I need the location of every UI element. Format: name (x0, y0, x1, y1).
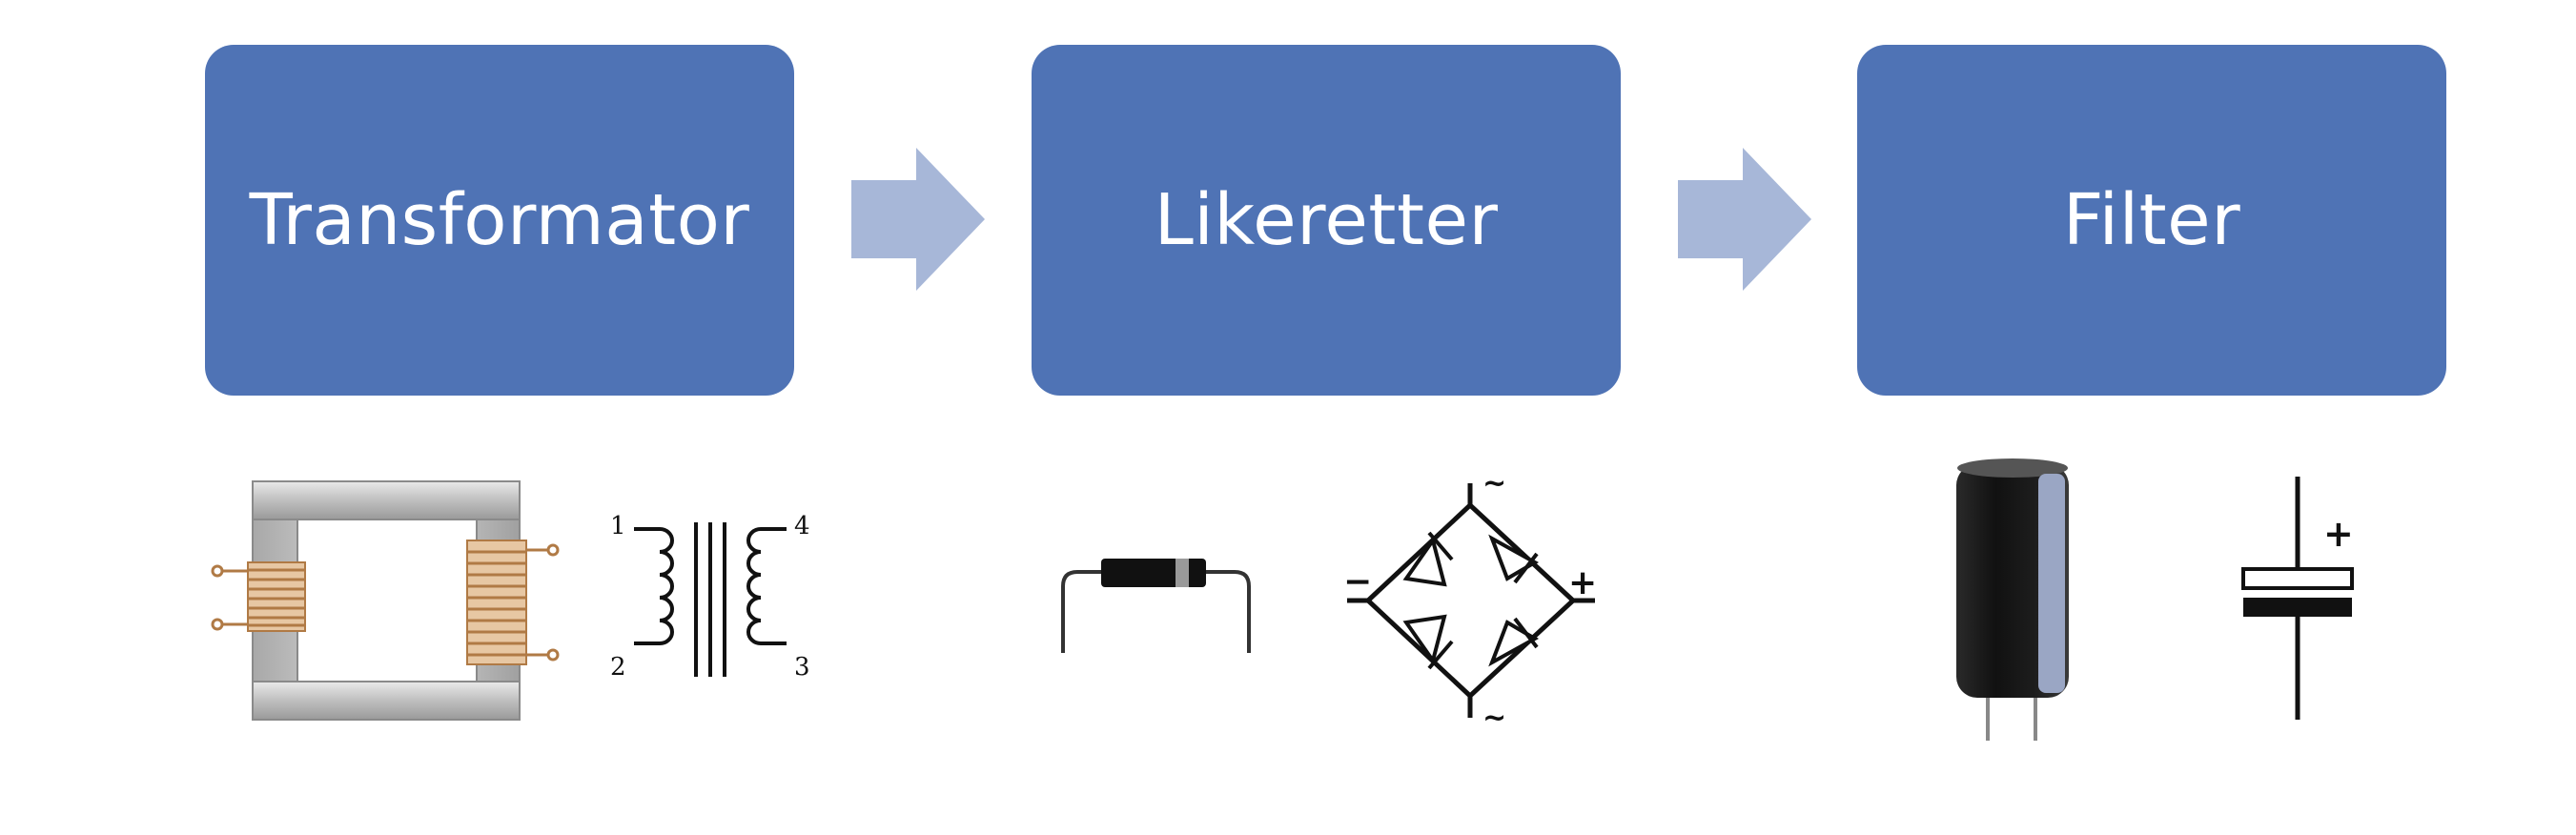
block-likeretter: Likeretter (1032, 45, 1621, 396)
dc-negative-label: − (1343, 562, 1372, 601)
transformer-core-icon (211, 480, 560, 721)
arrow-right-icon (1678, 148, 1811, 291)
ac-input-label: ~ (1482, 702, 1506, 729)
pin-label: 4 (794, 512, 810, 540)
pin-label: 3 (794, 653, 810, 682)
ac-input-label: ~ (1482, 472, 1506, 500)
pin-label: 1 (610, 512, 626, 540)
bridge-rectifier-icon: ~ ~ − + (1343, 472, 1597, 729)
arrow-right-icon (851, 148, 985, 291)
pin-label: 2 (610, 653, 626, 682)
diode-icon (1061, 559, 1251, 653)
polarized-capacitor-symbol-icon: + (2241, 477, 2354, 720)
transformer-symbol-icon: 1 2 3 4 (610, 512, 810, 682)
block-label-likeretter: Likeretter (1154, 179, 1499, 261)
block-label-transformator: Transformator (249, 179, 750, 261)
electrolytic-capacitor-icon (1956, 458, 2069, 741)
block-label-filter: Filter (2062, 179, 2241, 261)
block-transformator: Transformator (205, 45, 794, 396)
dc-positive-label: + (1568, 563, 1597, 602)
polarity-label: + (2323, 513, 2354, 555)
block-filter: Filter (1857, 45, 2446, 396)
